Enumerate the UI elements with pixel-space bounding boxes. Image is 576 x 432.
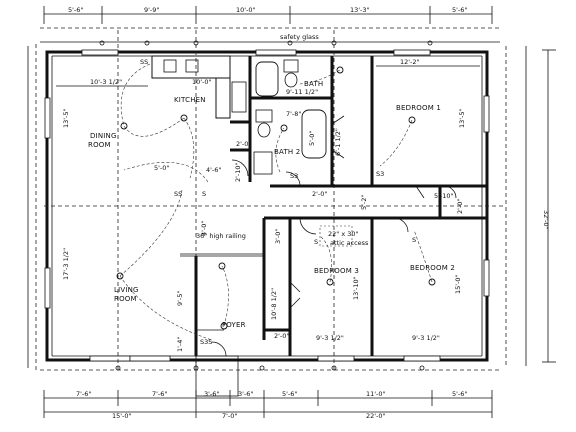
bot-dim-4: 3'-6" [238,390,253,398]
bot-dim-row2-3: 22'-0" [366,412,386,420]
room-labels: KITCHEN DINING ROOM LIVING ROOM BATH BAT… [88,80,455,329]
dim-living-95: 9'-5" [176,291,184,306]
left-dim-living: 17'-3 1/2" [62,248,70,280]
top-dim-2: 9'-9" [144,6,159,14]
bot-dim-7: 5'-6" [452,390,467,398]
left-dim-dining: 13'-5" [62,108,70,128]
dim-bath2-c: 4'-6" [206,166,221,174]
attic-label: attic access [330,239,369,247]
dim-bed1-width: 12'-2" [400,58,420,66]
dim-bath2-e: 5'-0" [308,131,316,146]
bot-dim-6: 11'-0" [366,390,386,398]
room-dining-2: ROOM [88,141,111,149]
room-bedroom1: BEDROOM 1 [396,104,441,112]
room-kitchen: KITCHEN [174,96,206,104]
left-dimensions: 13'-5" 17'-3 1/2" [27,44,70,370]
switch-labels: SS SS S S3S S3 S3 S S [140,58,416,346]
dim-closet-30: 3'-0" [274,229,282,244]
room-foyer: FOYER [222,321,246,329]
dim-kitchen-depth: 10'-0" [192,78,212,86]
room-bath: BATH [304,80,323,88]
room-living-2: ROOM [114,295,137,303]
room-dining-1: DINING [90,132,117,140]
dim-bed3-width: 9'-3 1/2" [316,334,344,342]
switch-hall: S [202,190,206,198]
dim-bath2-a: 7'-8" [286,110,301,118]
notes: 36" high railing 22" x 30" attic access [196,225,369,247]
switch-dining: SS [140,58,148,66]
dim-hall-52: 5'-2" [360,195,368,210]
room-bath2: BATH 2 [274,148,300,156]
switch-living: SS [174,190,182,198]
dim-bed2-width: 9'-3 1/2" [412,334,440,342]
switch-foyer: S3S [200,338,212,346]
room-bedroom3: BEDROOM 3 [314,267,359,275]
bot-dim-5: 5'-6" [282,390,297,398]
top-dim-3: 10'-0" [236,6,256,14]
railing-note: 36" high railing [196,232,246,240]
interior-walls [151,55,487,397]
dim-bath2-b: 2'-0" [236,140,251,148]
dim-bath2-d: 2'-10" [234,162,242,182]
bot-dim-1: 7'-6" [76,390,91,398]
dim-closet1-b: 2'-0" [456,199,464,214]
bottom-dimension-strings: 7'-6" 7'-6" 3'-6" 3'-6" 5'-6" 11'-0" 5'-… [40,365,500,420]
switch-bath2: S3 [290,172,298,180]
light-fixtures [116,66,436,330]
switch-bed2: S [412,236,416,244]
safety-glass-note: safety glass [280,33,319,41]
top-dim-5: 5'-6" [452,6,467,14]
dim-bed3-closet: 10'-8 1/2" [270,288,278,320]
dim-dining-5ft: 5'-0" [154,164,169,172]
dim-closet1-a: 5'-10" [434,192,454,200]
room-bedroom2: BEDROOM 2 [410,264,455,272]
right-dimension: 32'-0" [505,46,556,366]
dim-foyer-w: 4'-0" [200,221,208,236]
top-dim-4: 13'-3" [350,6,370,14]
dim-hall-2ft: 2'-0" [312,190,327,198]
bot-dim-row2-1: 15'-0" [112,412,132,420]
dim-living-14: 1'-4" [176,337,184,352]
interior-dimensions: 10'-3 1/2" 10'-0" 9'-11 1/2" 12'-2" 13'-… [56,58,480,352]
room-living-1: LIVING [114,286,139,294]
switch-bed1: S3 [376,170,384,178]
dim-closet-20: 2'-0" [274,332,289,340]
dim-bed2-depth: 15'-0" [454,274,462,294]
bot-dim-3: 3'-6" [204,390,219,398]
wiring [119,63,433,341]
dim-bed1-depth: 13'-5" [458,108,466,128]
dim-bed3-depth: 13'-10" [352,276,360,300]
switch-bed3: S [314,238,318,246]
attic-size: 22" x 30" [328,230,359,238]
top-dim-1: 5'-6" [68,6,83,14]
door-swings [211,115,457,357]
dim-bath-width: 9'-11 1/2" [286,88,318,96]
dim-kitchen-width: 10'-3 1/2" [90,78,122,86]
bot-dim-row2-2: 7'-0" [222,412,237,420]
dim-closet-61: 6'-1 1/2" [334,128,342,156]
top-dimension-string: 5'-6" 9'-9" 10'-0" 13'-3" 5'-6" safety g… [40,6,500,46]
bot-dim-2: 7'-6" [152,390,167,398]
overall-depth: 32'-0" [542,210,550,230]
